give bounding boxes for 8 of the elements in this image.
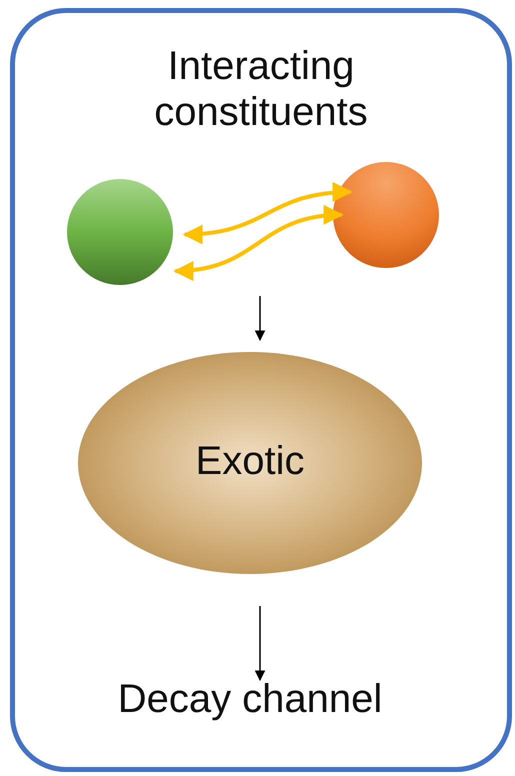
panel-frame — [10, 8, 512, 772]
arrow — [182, 182, 353, 244]
arrow — [173, 206, 344, 280]
node-label: Exotic — [194, 438, 306, 484]
node-label: Decay channel — [116, 676, 384, 722]
heading-text: Interacting constituents — [153, 43, 369, 135]
arrow — [254, 296, 266, 342]
arrow — [254, 606, 266, 682]
